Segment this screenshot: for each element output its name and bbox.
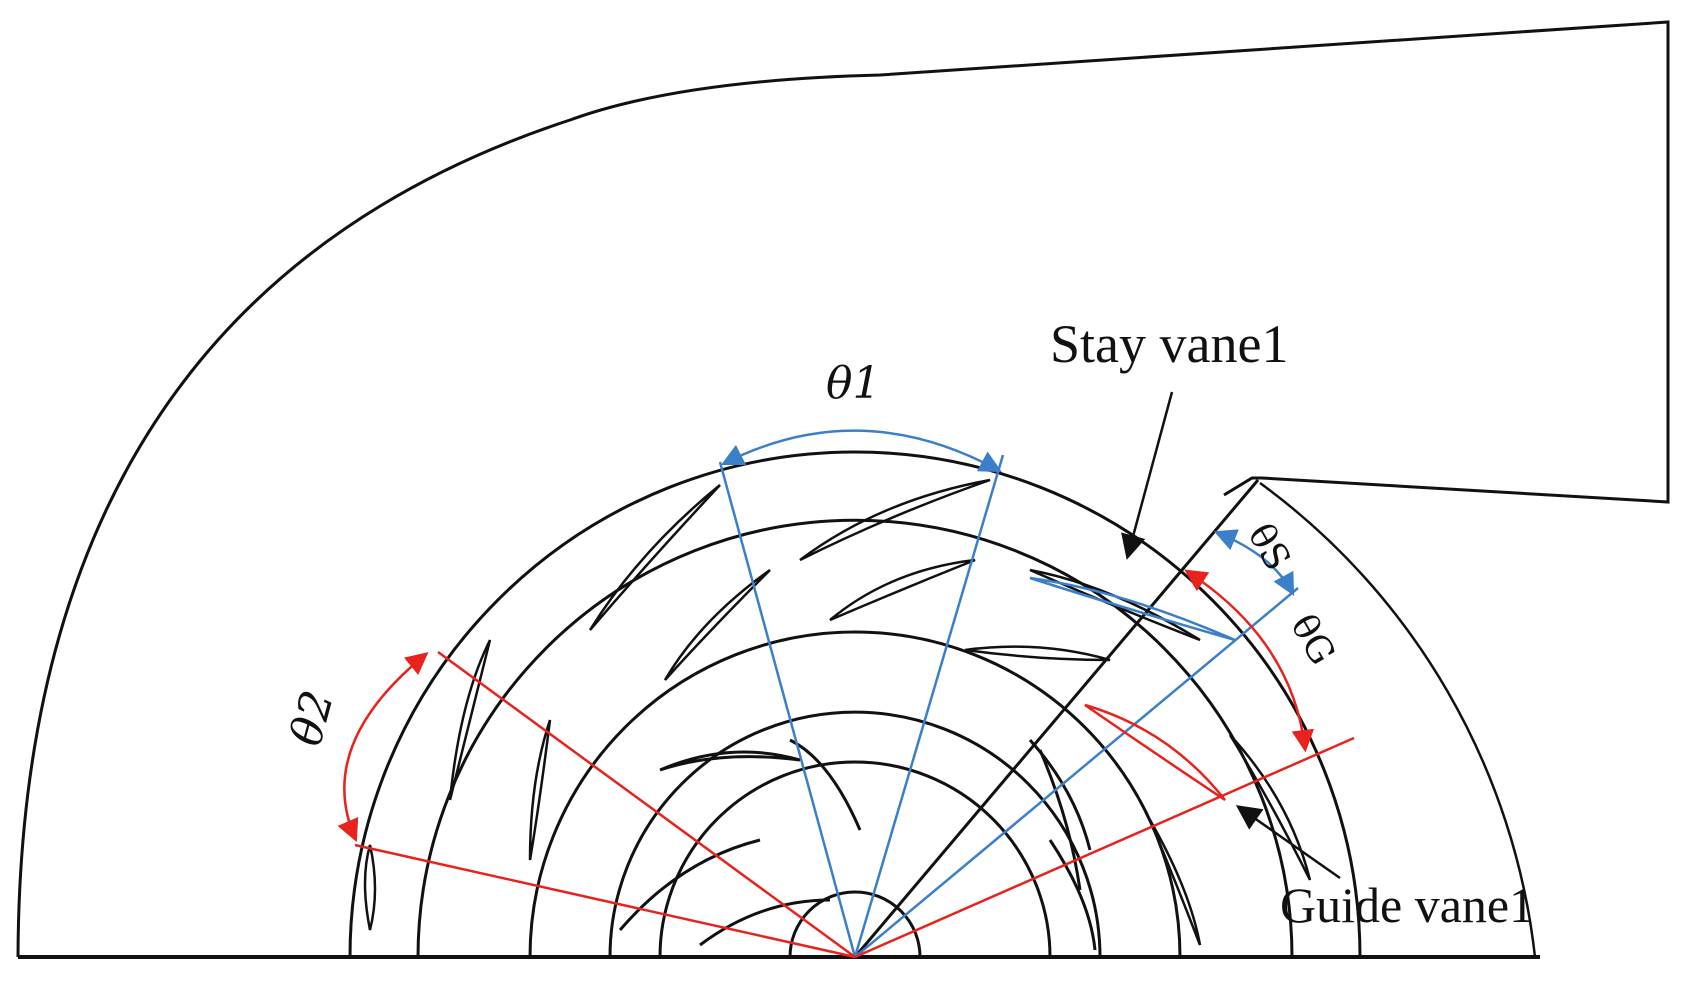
thetaG-label: θG [1282,608,1343,672]
thetaG-arc [1184,569,1315,753]
stay-vane-line [853,479,1260,958]
theta1-label: θ1 [826,358,880,409]
impeller-blades [618,738,1097,951]
guide-vanes [528,558,1202,946]
casing-outer-arc [1259,481,1537,958]
stay-vane-leader [1121,391,1174,560]
theta2-arc [337,652,429,843]
red-angle-lines [354,650,1355,959]
concentric-rings [348,450,1362,958]
thetaS-label: θS [1239,517,1298,578]
stay-vanes [363,478,1312,931]
casing-outline [16,20,1670,958]
stay-vane-label: Stay vane1 [1050,314,1288,374]
guide-vane-leader [1235,805,1341,880]
guide-vane-label: Guide vane1 [1280,877,1534,933]
theta1-arc [720,429,1002,473]
theta2-label: θ2 [281,685,344,751]
